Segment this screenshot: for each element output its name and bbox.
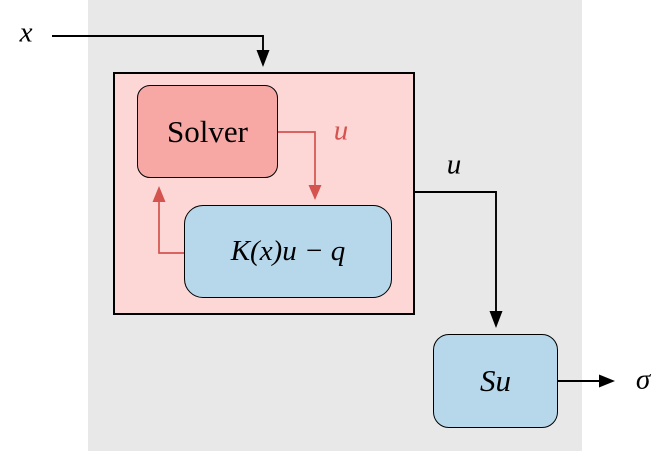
stress-box-label: Su <box>480 363 511 398</box>
output-sigma-label: σ <box>635 363 651 396</box>
right-arrowhead-icon <box>599 374 615 388</box>
solver-box-label: Solver <box>167 113 248 149</box>
stress-box: Su <box>433 334 558 428</box>
residual-box-label: K(x)u − q <box>230 235 346 267</box>
input-x-label: x <box>19 16 33 49</box>
solver-box: Solver <box>137 85 278 178</box>
output-u-label: u <box>446 148 462 181</box>
loop-u-label: u <box>333 114 349 147</box>
residual-box: K(x)u − q <box>184 205 392 298</box>
